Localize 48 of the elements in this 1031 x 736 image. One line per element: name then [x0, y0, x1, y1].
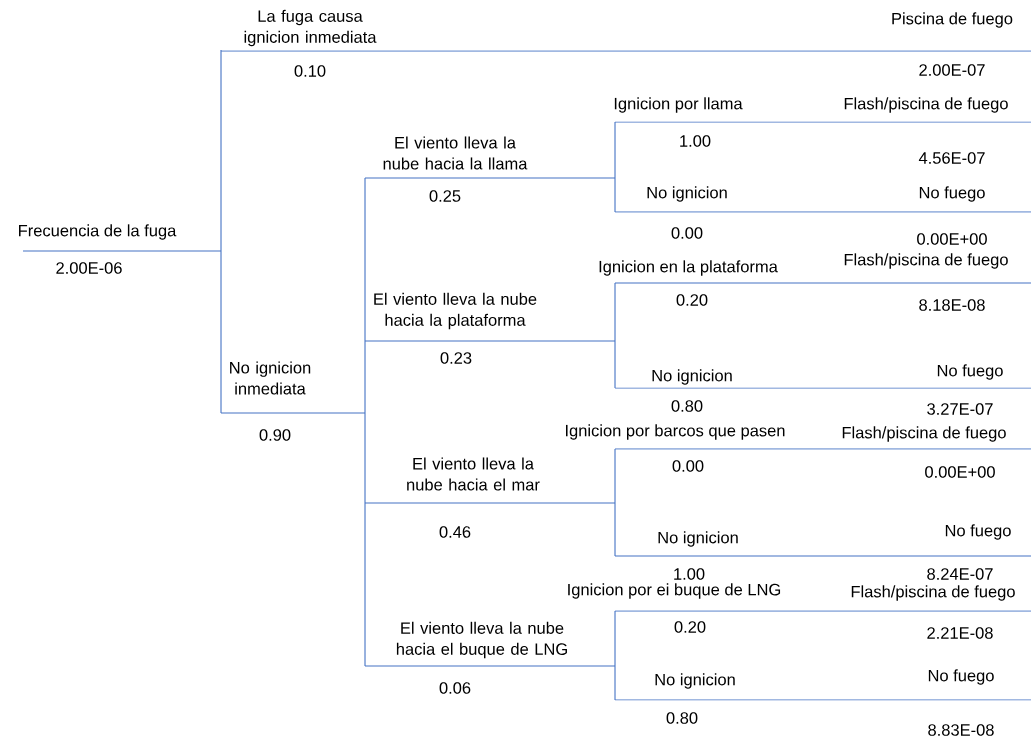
- event-label: 3.27E-07: [927, 403, 993, 415]
- event-label: Ignicion por barcos que pasen: [566, 424, 785, 440]
- event-label: 0.10: [294, 65, 326, 77]
- event-label: El viento lleva la nube hacia la plataforma: [374, 292, 537, 330]
- event-label: 4.56E-07: [918, 152, 985, 164]
- event-label: 1.00: [674, 568, 705, 580]
- event-label: El viento lleva la nube hacia la llama: [383, 136, 528, 170]
- event-label: No ignicion: [647, 186, 727, 202]
- event-label: No ignicion: [658, 531, 738, 547]
- event-label: 2.21E-08: [927, 627, 993, 639]
- event-label: No fuego: [919, 186, 985, 202]
- event-label: No ignicion inmediata: [230, 361, 311, 395]
- event-label: 0.20: [676, 294, 708, 306]
- event-label: Flash/piscina de fuego: [844, 97, 1008, 113]
- event-label: 0.20: [674, 621, 706, 633]
- event-label: 0.25: [429, 190, 461, 202]
- event-label: Ignicion en la plataforma: [599, 260, 778, 276]
- event-label: No ignicion: [655, 673, 735, 689]
- event-label: Ignicion por ei buque de LNG: [568, 583, 781, 599]
- event-label: Ignicion por llama: [614, 97, 743, 113]
- event-label: El viento lleva la nube hacia el mar: [407, 457, 540, 491]
- event-label: 0.00E+00: [925, 466, 995, 478]
- event-label: No fuego: [945, 524, 1011, 540]
- event-label: 0.90: [259, 429, 291, 441]
- event-label: 0.23: [440, 352, 472, 364]
- event-label: 0.80: [671, 400, 703, 412]
- event-label: 8.83E-08: [928, 724, 994, 736]
- event-label: 0.80: [666, 712, 698, 724]
- event-label: 0.00: [671, 227, 703, 239]
- event-label: No fuego: [928, 669, 994, 685]
- event-label: El viento lleva la nube hacia el buque de LNG: [396, 621, 567, 659]
- event-label: No ignicion: [652, 369, 732, 385]
- event-label: Flash/piscina de fuego: [851, 585, 1015, 601]
- event-label: Piscina de fuego: [892, 12, 1013, 28]
- event-label: 0.00E+00: [917, 233, 987, 245]
- event-label: 0.00: [672, 460, 704, 472]
- event-label: 0.06: [439, 682, 471, 694]
- event-label: Frecuencia de la fuga: [19, 224, 177, 240]
- event-label: 0.46: [439, 526, 471, 538]
- event-label: 8.24E-07: [927, 568, 993, 580]
- event-label: Flash/piscina de fuego: [842, 426, 1006, 442]
- event-label: No fuego: [937, 364, 1003, 380]
- event-label: La fuga causa ignicion inmediata: [244, 9, 377, 47]
- event-label: 2.00E-06: [56, 262, 122, 274]
- event-label: 2.00E-07: [919, 64, 985, 76]
- event-label: Flash/piscina de fuego: [844, 253, 1008, 269]
- event-label: 8.18E-08: [919, 299, 985, 311]
- event-label: 1.00: [680, 135, 711, 147]
